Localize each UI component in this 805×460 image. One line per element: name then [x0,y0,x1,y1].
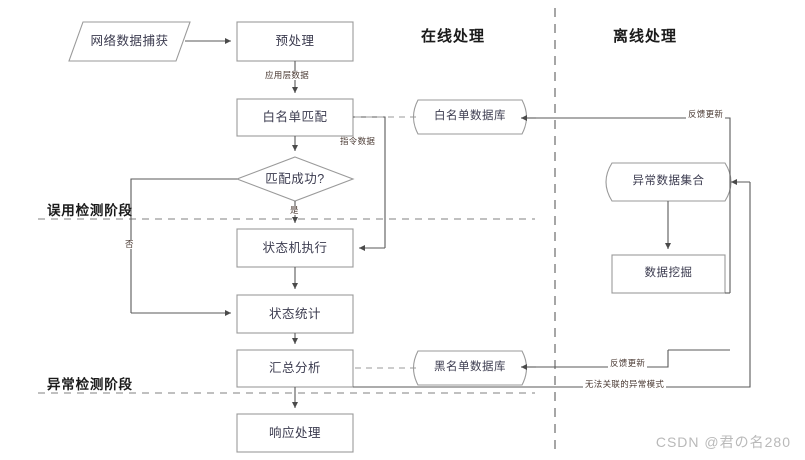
node-label-blacklistdb[interactable]: 黑名单数据库 [434,361,506,374]
edge-label-applayer: 应用层数据 [263,70,312,81]
node-label-response[interactable]: 响应处理 [268,425,321,440]
node-label-decision[interactable]: 匹配成功? [265,171,325,186]
csdn-watermark: CSDN @君の名280 [655,434,791,450]
edge-label-no: 否 [123,239,136,250]
edge-label-yes: 是 [288,205,301,216]
node-label-statemachine[interactable]: 状态机执行 [262,240,328,255]
lane-title-online: 在线处理 [421,28,486,45]
lane-title-offline: 离线处理 [613,28,678,45]
node-label-anomalyset[interactable]: 异常数据集合 [632,175,705,188]
node-label-preprocess[interactable]: 预处理 [275,34,315,49]
node-label-whitelistdb[interactable]: 白名单数据库 [434,110,506,123]
edge-label-unrelated: 无法关联的异常模式 [583,379,667,390]
node-label-datamining[interactable]: 数据挖掘 [644,267,693,280]
node-label-capture[interactable]: 网络数据捕获 [90,34,169,49]
node-label-summary[interactable]: 汇总分析 [268,361,321,376]
edge-feedback-blacklist-path [530,350,669,368]
phase-title-anomaly: 异常检测阶段 [47,377,133,392]
edge-label-cmddata: 指令数据 [338,136,378,147]
phase-title-misuse: 误用检测阶段 [47,203,133,218]
node-label-whitelist[interactable]: 白名单匹配 [262,110,328,125]
node-label-statestats[interactable]: 状态统计 [268,306,321,321]
edge-label-feedback-blacklist: 反馈更新 [608,358,648,369]
edge-label-feedback-whitelist: 反馈更新 [686,109,726,120]
edge-decision-no-path [130,178,237,313]
